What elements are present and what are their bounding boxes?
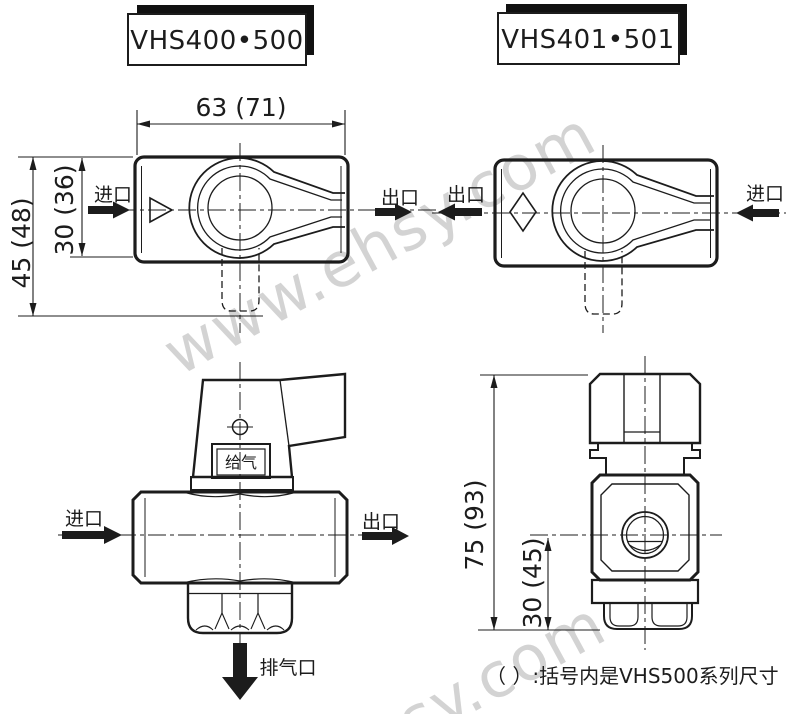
dim-arrow-down [544,617,552,630]
base-block-outline [590,578,700,605]
port-circle-inner [625,515,665,555]
hex-nut-facet-flares [214,612,266,630]
supply-label: 给气 [225,453,257,472]
hex-nut-facet-lines [221,593,259,613]
knob-circle [207,175,273,241]
title-box-right-frame [497,12,680,65]
neck-step-left [589,443,607,475]
hidden-port-dashed [584,251,623,315]
title-box-left-frame [127,13,307,66]
hex-nut-outline [186,581,294,635]
port-circle-outer [621,511,669,559]
lower-height-dimension-label: 30 (45) [518,537,547,628]
neck-step-right [683,443,701,475]
outlet-flow-arrow [438,203,482,221]
flow-direction-diamond [509,191,537,233]
view-top-vhs401 [432,145,786,333]
dim-arrow-up [78,158,86,171]
handle-side-outline [588,372,702,445]
body-inner-plate [600,483,690,572]
handle-base-plate [190,476,294,491]
width-dimension-label: 63 (71) [195,93,286,122]
valve-body-outline [493,158,719,268]
body-height-dimension-label: 30 (36) [50,164,79,255]
inlet-label: 进口 [746,183,784,205]
title-box-left: VHS400•500 [127,5,314,66]
dim-arrow-down [78,243,86,256]
width-extension-lines [136,110,346,155]
dim-arrow-down [29,303,37,316]
body-inner-edges [144,498,336,577]
exhaust-flow-arrow [222,643,258,700]
handle-lever-joint-line [279,379,290,447]
exhaust-label: 排气口 [259,657,316,679]
outlet-flow-arrow [362,527,409,545]
view-top-vhs400 [18,110,440,333]
hex-nut-bottom-arcs [195,625,285,631]
view-side [478,356,722,650]
hidden-port-dashed [221,248,260,312]
flow-direction-triangle [149,196,174,224]
handle-outline-inner [559,168,711,254]
dim-arrow-up [29,157,37,170]
valve-body-outline [133,155,350,264]
outlet-label: 出口 [381,187,419,209]
hex-nut-facet-left [609,603,639,627]
handle-outline-outer [188,157,345,259]
port-slot-arc [629,544,661,552]
inlet-flow-arrow [88,201,130,219]
dim-arrow-right [332,120,345,128]
knob-circle [570,178,636,244]
dim-arrow-up [544,538,552,551]
overall-height-dimension-label: 45 (48) [7,197,36,288]
dim-arrow-left [137,120,150,128]
height-extension-lines [478,374,600,631]
overall-height-dimension-label: 75 (93) [460,479,489,570]
handle-outline-outer [551,160,714,262]
inlet-flow-arrow [62,526,122,544]
title-box-right: VHS401•501 [497,4,687,65]
dim-arrow-down [490,617,498,630]
valve-body-outline [131,490,349,585]
dim-arrow-up [490,375,498,388]
inlet-label: 进口 [65,508,103,530]
handle-outline-inner [196,165,342,251]
hex-nut-outline [603,602,693,630]
flange-curve-bottom [184,578,296,584]
outlet-label: 出口 [362,511,400,533]
model-title-right: VHS401•501 [501,25,674,55]
outlet-flow-arrow [375,203,412,221]
model-title-left: VHS400•500 [130,26,303,56]
outlet-label: 出口 [447,184,485,206]
inlet-flow-arrow [736,204,779,222]
flange-curve-top [184,491,296,498]
height-extension-lines [18,156,263,317]
supply-plate-inner [216,448,266,476]
footnote: （ ）:括号内是VHS500系列尺寸 [486,664,779,688]
inlet-label: 进口 [94,184,132,206]
hex-nut-facet-right [651,603,688,627]
view-front [58,362,409,700]
